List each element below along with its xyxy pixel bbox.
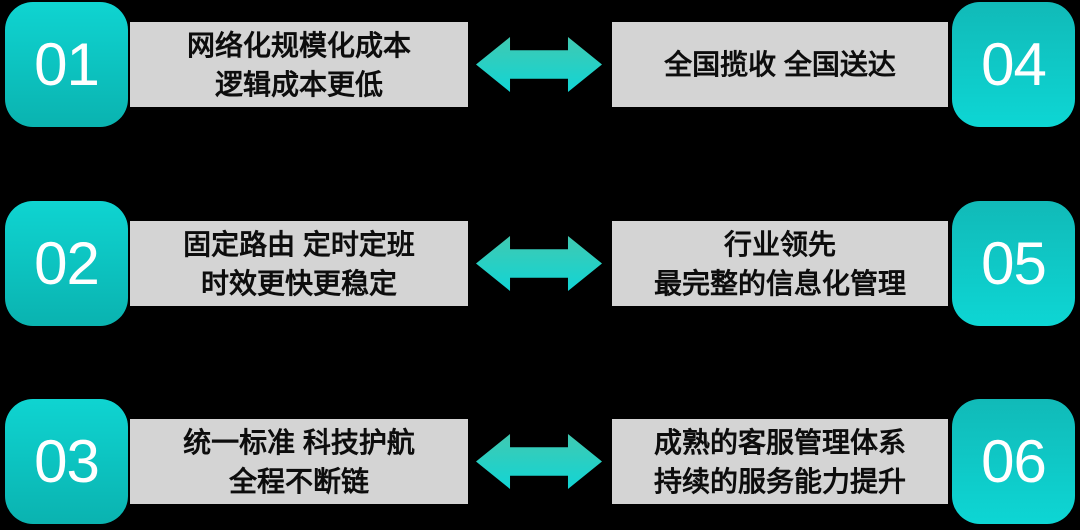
feature-card-left-3: 统一标准 科技护航 全程不断链	[130, 419, 468, 504]
feature-card-left-2: 固定路由 定时定班 时效更快更稳定	[130, 221, 468, 306]
feature-card-left-1: 网络化规模化成本 逻辑成本更低	[130, 22, 468, 107]
feature-row-1: 01 网络化规模化成本 逻辑成本更低 全国揽收 全国送达 04	[0, 2, 1080, 128]
number-badge-05: 05	[952, 201, 1075, 326]
number-badge-04: 04	[952, 2, 1075, 127]
number-badge-03: 03	[5, 399, 128, 524]
number-badge-01: 01	[5, 2, 128, 127]
feature-card-right-1: 全国揽收 全国送达	[612, 22, 948, 107]
number-badge-02: 02	[5, 201, 128, 326]
double-arrow-icon	[476, 236, 602, 291]
number-badge-06: 06	[952, 399, 1075, 524]
feature-card-right-3: 成熟的客服管理体系 持续的服务能力提升	[612, 419, 948, 504]
double-arrow-icon	[476, 434, 602, 489]
feature-row-3: 03 统一标准 科技护航 全程不断链 成熟的客服管理体系 持续的服务能力提升 0…	[0, 399, 1080, 525]
feature-card-right-2: 行业领先 最完整的信息化管理	[612, 221, 948, 306]
double-arrow-icon	[476, 37, 602, 92]
feature-row-2: 02 固定路由 定时定班 时效更快更稳定 行业领先 最完整的信息化管理 05	[0, 201, 1080, 327]
